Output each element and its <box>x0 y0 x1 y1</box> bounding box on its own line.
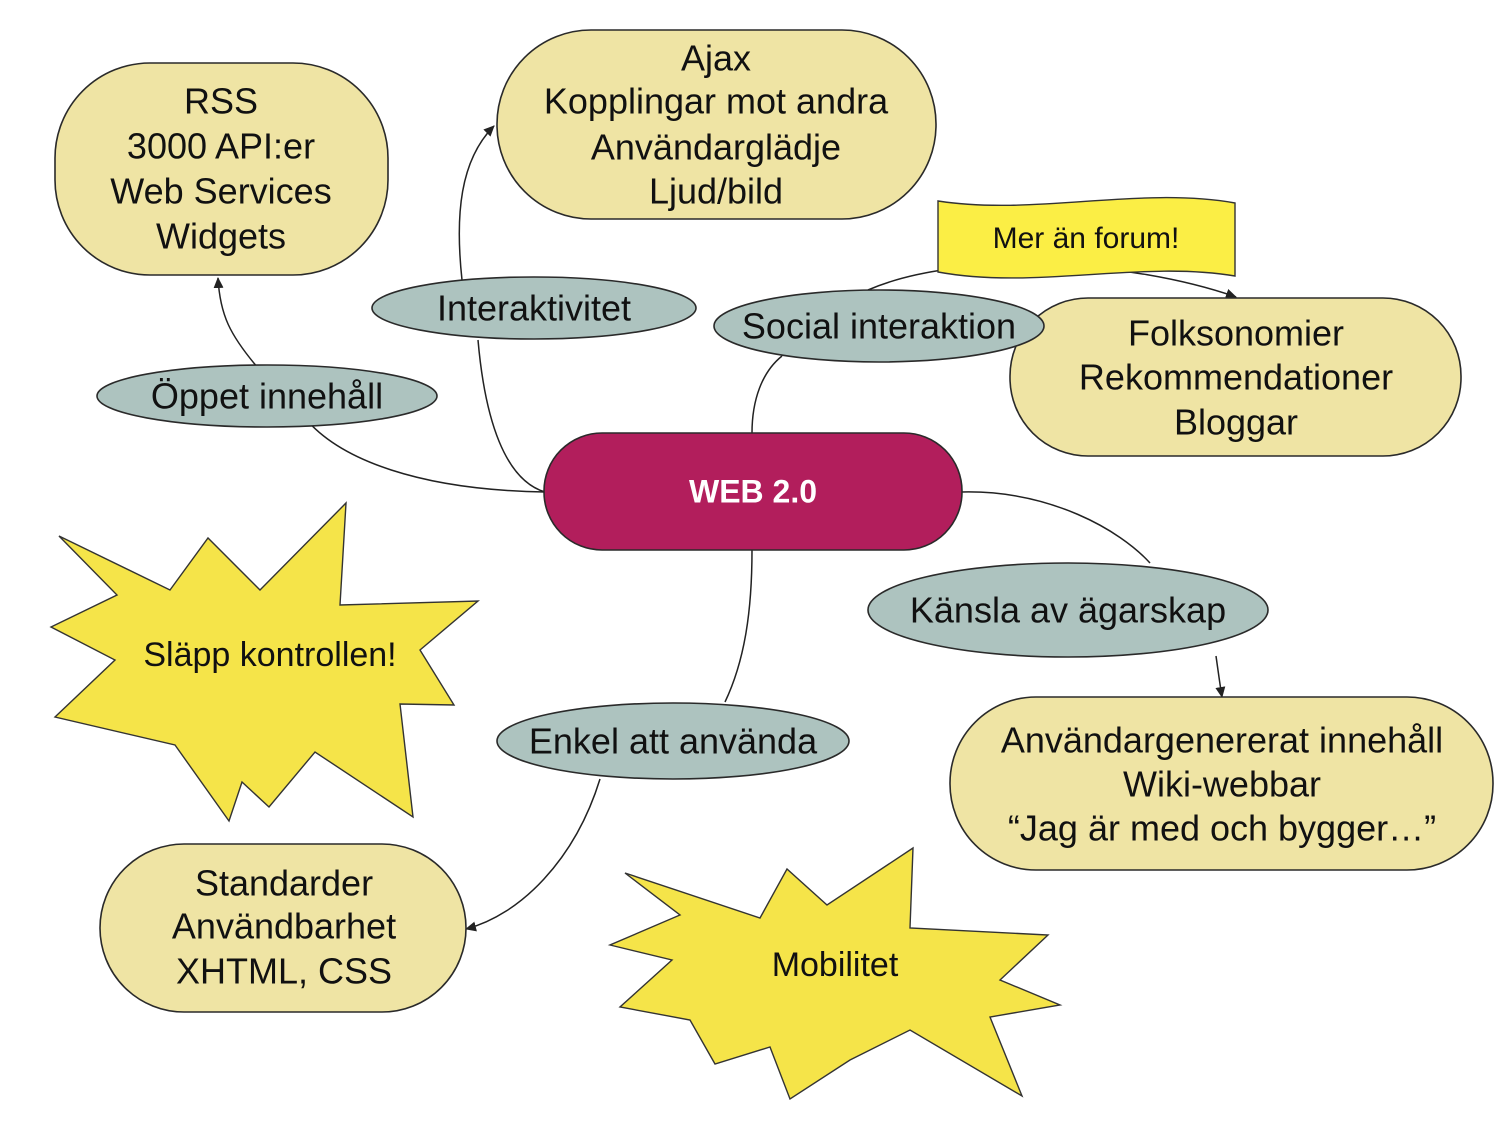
box-line: Bloggar <box>1174 402 1298 443</box>
edge-ownership-box <box>1215 655 1226 698</box>
forum-flag-callout: Mer än forum! <box>937 196 1236 279</box>
box-line: Wiki-webbar <box>1123 764 1321 805</box>
box-line: Standarder <box>195 863 373 904</box>
box-line: “Jag är med och bygger…” <box>1008 808 1436 849</box>
edge-open-box <box>213 277 259 369</box>
ease-of-use-box: Standarder Användbarhet XHTML, CSS <box>99 843 467 1013</box>
center-node: WEB 2.0 <box>543 432 963 551</box>
burst-label: Släpp kontrollen! <box>143 636 396 674</box>
edge-ease-box <box>465 778 601 932</box>
edge-interact-box <box>458 125 495 281</box>
box-line: Användarglädje <box>591 127 841 168</box>
box-line: Rekommendationer <box>1079 357 1393 398</box>
ownership-box: Användargenererat innehåll Wiki-webbar “… <box>949 696 1494 871</box>
release-control-burst: Släpp kontrollen! <box>49 501 480 823</box>
edge-center-open <box>304 417 546 493</box>
burst-label: Mobilitet <box>772 946 899 984</box>
edge-center-ownership <box>961 491 1151 564</box>
box-line: Widgets <box>156 216 286 257</box>
branch-label: Social interaktion <box>742 306 1016 347</box>
box-line: Användargenererat innehåll <box>1001 720 1443 761</box>
branch-label: Känsla av ägarskap <box>910 590 1226 631</box>
branch-label: Öppet innehåll <box>151 376 383 417</box>
box-line: 3000 API:er <box>127 126 315 167</box>
box-line: Ajax <box>681 38 751 79</box>
branch-open-content: Öppet innehåll <box>96 364 438 428</box>
box-line: Folksonomier <box>1128 313 1344 354</box>
box-line: Användbarhet <box>172 906 396 947</box>
branch-ease-of-use: Enkel att använda <box>496 702 850 780</box>
flag-label: Mer än forum! <box>993 222 1180 255</box>
branch-ownership: Känsla av ägarskap <box>867 562 1269 658</box>
open-content-box: RSS 3000 API:er Web Services Widgets <box>54 62 389 276</box>
edge-center-interact <box>477 339 546 493</box>
box-line: Web Services <box>110 171 331 212</box>
branch-social-interaction: Social interaktion <box>713 289 1045 363</box>
mobility-burst: Mobilitet <box>607 846 1063 1101</box>
branch-label: Interaktivitet <box>437 288 631 329</box>
branch-label: Enkel att använda <box>529 721 818 762</box>
edge-center-social <box>751 355 783 434</box>
edge-center-ease <box>724 549 753 703</box>
social-interaction-box: Folksonomier Rekommendationer Bloggar <box>1009 297 1462 457</box>
box-line: XHTML, CSS <box>176 951 392 992</box>
box-line: RSS <box>184 81 258 122</box>
box-line: Ljud/bild <box>649 171 783 212</box>
box-line: Kopplingar mot andra <box>544 81 889 122</box>
interactivity-box: Ajax Kopplingar mot andra Användarglädje… <box>496 29 937 220</box>
branch-interactivity: Interaktivitet <box>371 276 697 340</box>
center-label: WEB 2.0 <box>689 473 817 509</box>
